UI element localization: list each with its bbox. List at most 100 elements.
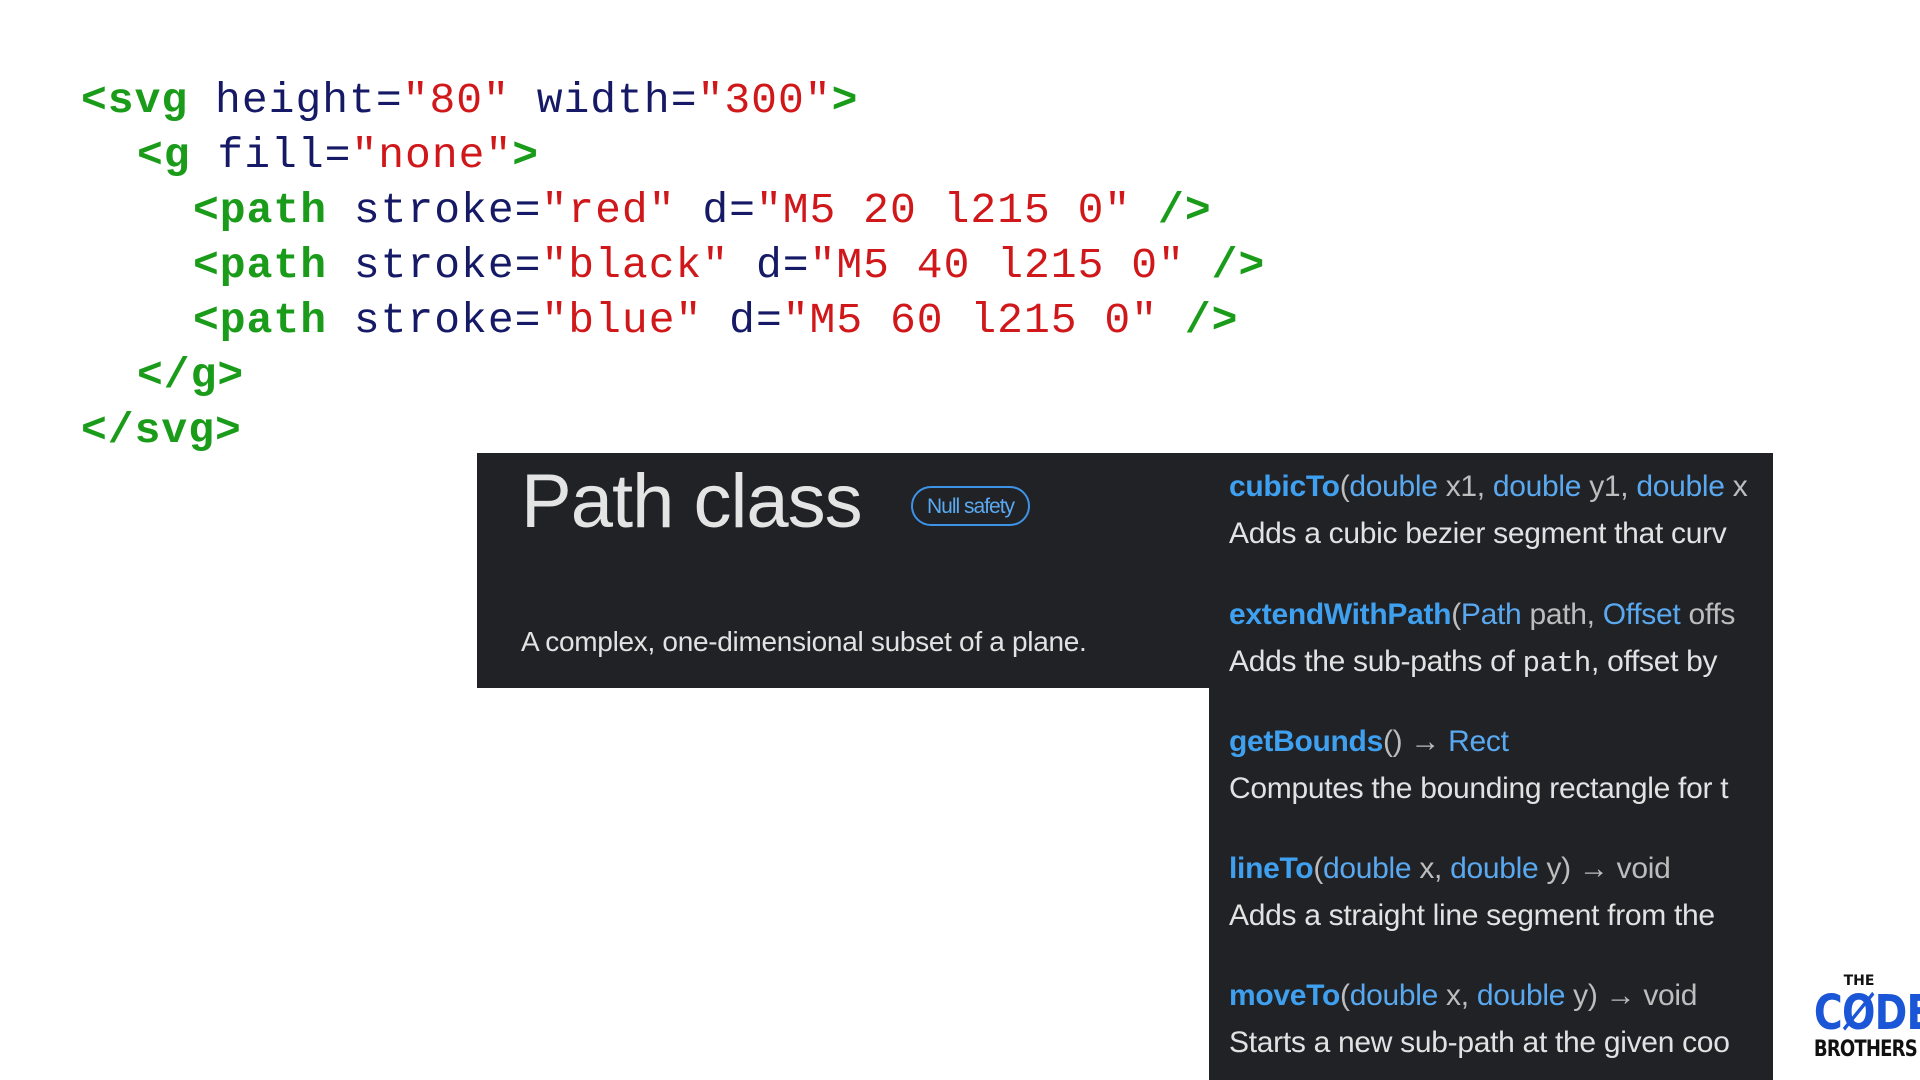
code-line-path-red: <path stroke="red" d="M5 20 l215 0" /> — [81, 183, 1265, 238]
code-string: "blue" — [541, 296, 703, 345]
code-tag: <path — [193, 296, 328, 345]
code-snippet: <svg height="80" width="300"><g fill="no… — [81, 73, 1265, 458]
param-punct: ( — [1313, 852, 1324, 885]
param-type-link[interactable]: double — [1349, 470, 1438, 503]
param-punct: ( — [1340, 979, 1350, 1012]
param-type-link[interactable]: double — [1476, 979, 1566, 1012]
page-title: Path class — [521, 459, 863, 544]
code-string: "none" — [351, 131, 513, 180]
code-string: "red" — [541, 186, 676, 235]
code-brothers-logo: THE CØDE BROTHERS — [1804, 973, 1920, 1061]
code-line-path-blue: <path stroke="blue" d="M5 60 l215 0" /> — [81, 293, 1265, 348]
param-type-link[interactable]: double — [1636, 470, 1725, 503]
method-item-moveto: moveTo(double x, double y) → void Starts… — [1229, 976, 1730, 1063]
return-type-link[interactable]: Rect — [1448, 725, 1509, 758]
code-tag: <path — [193, 186, 328, 235]
method-link-lineto[interactable]: lineTo — [1229, 852, 1314, 885]
param-name: y) — [1538, 852, 1571, 885]
param-name: offs — [1680, 598, 1736, 631]
code-tag: </svg> — [81, 406, 242, 455]
method-signature: cubicTo(double x1, double y1, double x — [1229, 467, 1748, 507]
param-name: path, — [1521, 598, 1603, 631]
code-eq: = — [375, 76, 403, 125]
method-item-lineto: lineTo(double x, double y) → void Adds a… — [1229, 849, 1715, 936]
code-attr: d — [755, 241, 783, 290]
code-eq: = — [670, 76, 698, 125]
param-type-link[interactable]: Path — [1460, 598, 1522, 631]
param-name: y1, — [1581, 470, 1637, 503]
code-attr: width — [536, 76, 671, 125]
methods-panel: cubicTo(double x1, double y1, double x A… — [1209, 453, 1773, 1080]
method-description: Adds a cubic bezier segment that curv — [1229, 517, 1727, 550]
code-attr: stroke — [353, 186, 515, 235]
code-line-g-close: </g> — [81, 348, 1265, 403]
code-tag: <g — [137, 131, 191, 180]
method-description: Adds the sub-paths of path, offset by — [1229, 642, 1735, 682]
method-link-extendwithpath[interactable]: extendWithPath — [1229, 598, 1452, 631]
code-tag: <path — [193, 241, 328, 290]
method-signature: extendWithPath(Path path, Offset offs — [1229, 595, 1735, 635]
null-safety-badge[interactable]: Null safety — [911, 486, 1031, 526]
code-line-svg-close: </svg> — [81, 403, 1265, 458]
logo-code-text: CØDE — [1813, 985, 1920, 1041]
return-arrow-icon: → — [1410, 725, 1441, 758]
param-name: x, — [1438, 979, 1477, 1012]
class-description: A complex, one-dimensional subset of a p… — [521, 626, 1087, 657]
code-attr: stroke — [353, 296, 515, 345]
code-string: "M5 40 l215 0" — [809, 241, 1185, 290]
logo-the-text: THE — [1843, 973, 1875, 989]
param-type-link[interactable]: double — [1323, 852, 1412, 885]
param-name: x — [1724, 470, 1748, 503]
code-tag: /> — [1211, 241, 1266, 290]
code-eq: = — [324, 131, 352, 180]
param-type-link[interactable]: double — [1450, 852, 1539, 885]
method-signature: getBounds() → Rect — [1229, 722, 1728, 762]
method-description: Adds a straight line segment from the — [1229, 899, 1715, 932]
method-item-cubicto: cubicTo(double x1, double y1, double x A… — [1229, 467, 1748, 554]
method-signature: lineTo(double x, double y) → void — [1229, 849, 1715, 889]
code-tag: > — [512, 131, 540, 180]
method-description: Computes the bounding rectangle for t — [1229, 772, 1729, 805]
param-type-link[interactable]: double — [1492, 470, 1582, 503]
class-header-panel: Path class Null safety A complex, one-di… — [477, 453, 1209, 688]
param-type-link[interactable]: Offset — [1602, 598, 1681, 631]
desc-code: path — [1522, 647, 1592, 680]
code-tag: /> — [1158, 186, 1212, 235]
param-punct: () — [1382, 725, 1403, 758]
code-eq: = — [782, 241, 810, 290]
code-eq: = — [729, 186, 756, 235]
method-link-cubicto[interactable]: cubicTo — [1229, 470, 1340, 503]
code-attr: stroke — [353, 241, 515, 290]
code-eq: = — [755, 296, 783, 345]
code-eq: = — [514, 296, 542, 345]
method-link-moveto[interactable]: moveTo — [1229, 979, 1340, 1012]
desc-text: Adds the sub-paths of — [1229, 645, 1523, 678]
method-description: Starts a new sub-path at the given coo — [1229, 1026, 1730, 1059]
code-attr: height — [215, 76, 376, 125]
return-type: void — [1616, 852, 1671, 885]
param-name: x, — [1411, 852, 1451, 885]
code-eq: = — [514, 186, 542, 235]
param-name: x1, — [1437, 470, 1493, 503]
method-item-extendwithpath: extendWithPath(Path path, Offset offs Ad… — [1229, 595, 1735, 682]
code-line-g-open: <g fill="none"> — [81, 128, 1265, 183]
code-attr: d — [729, 296, 756, 345]
method-link-getbounds[interactable]: getBounds — [1229, 725, 1383, 758]
code-attr: d — [702, 186, 730, 235]
code-string: "M5 60 l215 0" — [782, 296, 1159, 345]
code-attr: fill — [217, 131, 325, 180]
code-line-path-black: <path stroke="black" d="M5 40 l215 0" /> — [81, 238, 1265, 293]
method-signature: moveTo(double x, double y) → void — [1229, 976, 1730, 1016]
code-eq: = — [514, 241, 542, 290]
code-tag: /> — [1184, 296, 1239, 345]
return-arrow-icon: → — [1605, 979, 1636, 1012]
code-tag: > — [831, 76, 859, 125]
code-string: "black" — [541, 241, 730, 290]
return-type: void — [1643, 979, 1698, 1012]
param-punct: ( — [1339, 470, 1350, 503]
param-name: y) — [1565, 979, 1598, 1012]
param-punct: ( — [1451, 598, 1461, 631]
code-line-svg-open: <svg height="80" width="300"> — [81, 73, 1265, 128]
param-type-link[interactable]: double — [1349, 979, 1439, 1012]
code-string: "300" — [697, 76, 832, 125]
